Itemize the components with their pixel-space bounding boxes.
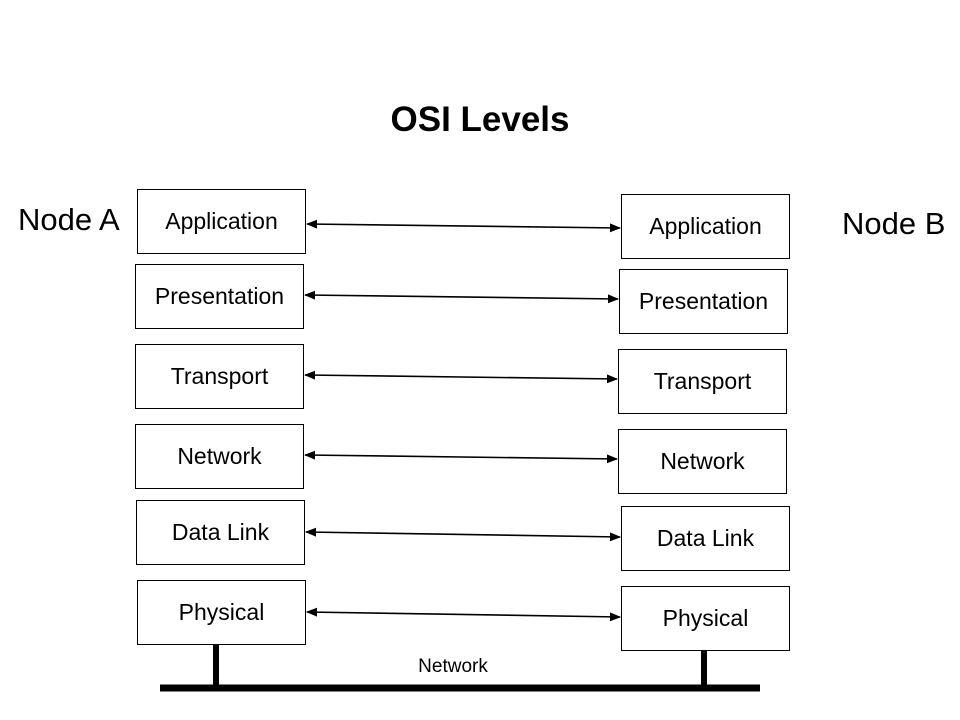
node-b-layer-presentation: Presentation (619, 269, 788, 334)
node-a-layer-presentation: Presentation (135, 264, 304, 329)
node-b-layer-physical: Physical (621, 586, 790, 651)
node-a-layer-data-link: Data Link (136, 500, 305, 565)
peer-arrow-transport (303, 370, 619, 384)
node-b-layer-data-link: Data Link (621, 506, 790, 571)
node-b-layer-application: Application (621, 194, 790, 259)
node-b-layer-network: Network (618, 429, 787, 494)
node-a-layer-application: Application (137, 189, 306, 254)
node-a-layer-physical: Physical (137, 580, 306, 645)
peer-arrow-network (303, 450, 619, 464)
node-a-layer-transport: Transport (135, 344, 304, 409)
peer-arrow-physical (305, 607, 622, 622)
diagram-title: OSI Levels (390, 100, 570, 139)
network-bus-label: Network (418, 656, 488, 677)
node-a-label: Node A (18, 202, 120, 237)
node-b-label: Node B (842, 206, 946, 241)
peer-arrow-application (305, 219, 622, 233)
node-b-layer-transport: Transport (618, 349, 787, 414)
peer-arrow-presentation (303, 290, 620, 304)
peer-arrow-data-link (304, 527, 622, 542)
node-a-layer-network: Network (135, 424, 304, 489)
